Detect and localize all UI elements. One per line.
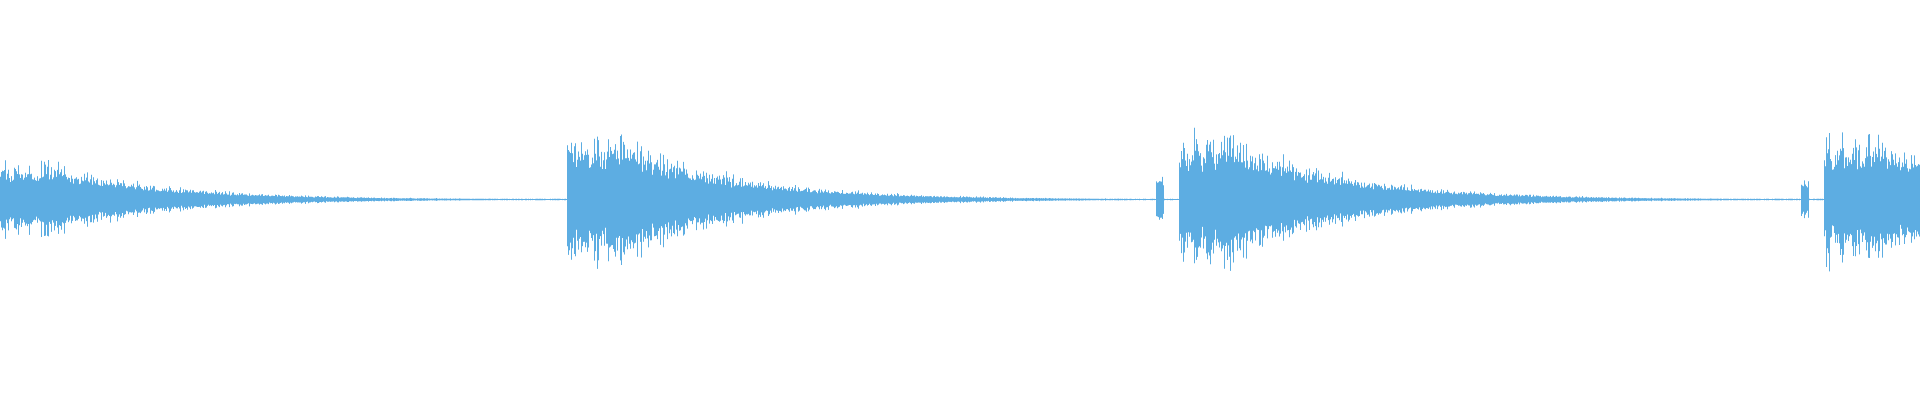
waveform-trace <box>0 127 1920 272</box>
waveform-samples <box>0 127 1920 272</box>
